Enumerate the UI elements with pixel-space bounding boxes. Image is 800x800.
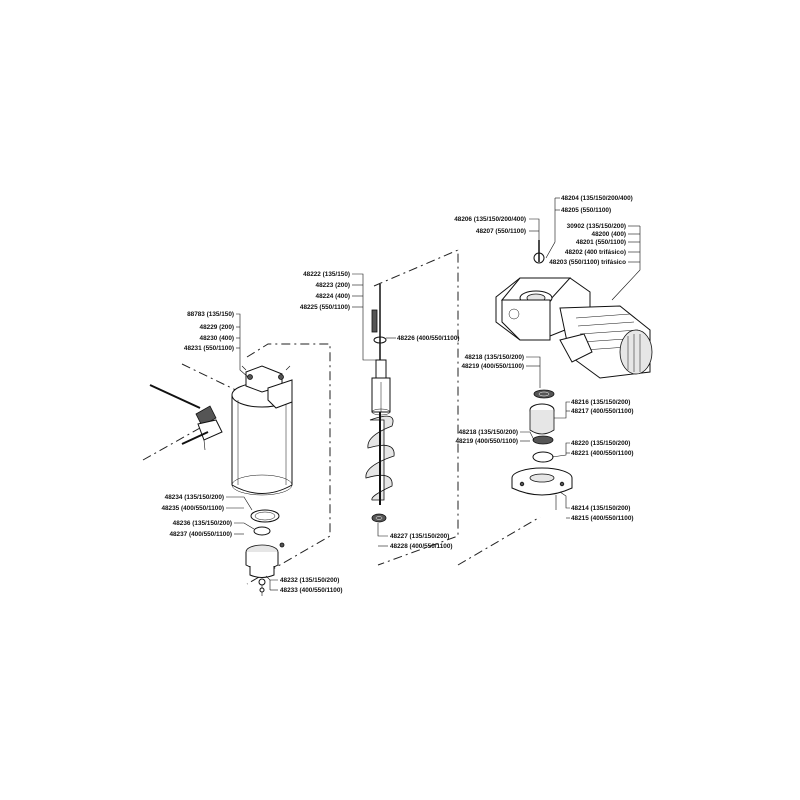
label-48219-top: 48219 (400/550/1100) xyxy=(461,363,524,370)
label-48200: 48200 (400) xyxy=(592,231,626,238)
label-48203: 48203 (550/1100) trifásico xyxy=(549,259,626,266)
label-48228: 48228 (400/550/1100) xyxy=(390,543,453,550)
label-48217: 48217 (400/550/1100) xyxy=(571,408,634,415)
label-48226: 48226 (400/550/1100) xyxy=(397,335,460,342)
label-48225: 48225 (550/1100) xyxy=(300,304,350,311)
part-labels: 48204 (135/150/200/400) 48205 (550/1100)… xyxy=(161,195,633,594)
label-88783: 88783 (135/150) xyxy=(187,311,234,318)
label-48233: 48233 (400/550/1100) xyxy=(280,587,343,594)
label-48201: 48201 (550/1100) xyxy=(576,239,626,246)
label-48220: 48220 (135/150/200) xyxy=(571,440,630,447)
label-48206: 48206 (135/150/200/400) xyxy=(454,216,526,223)
label-48232: 48232 (135/150/200) xyxy=(280,577,339,584)
label-48204: 48204 (135/150/200/400) xyxy=(561,195,633,202)
label-48223: 48223 (200) xyxy=(316,282,350,289)
label-48202: 48202 (400 trifásico) xyxy=(565,249,626,256)
label-48231: 48231 (550/1100) xyxy=(184,345,234,352)
label-48222: 48222 (135/150) xyxy=(303,271,350,278)
label-48215: 48215 (400/550/1100) xyxy=(571,515,634,522)
bearing-stack xyxy=(511,389,573,510)
label-48234: 48234 (135/150/200) xyxy=(165,494,224,501)
label-48229: 48229 (200) xyxy=(200,324,234,331)
gearbox-motor xyxy=(495,240,653,379)
label-48236: 48236 (135/150/200) xyxy=(173,520,232,527)
label-48221: 48221 (400/550/1100) xyxy=(571,450,634,457)
label-48224: 48224 (400) xyxy=(316,293,350,300)
label-48235: 48235 (400/550/1100) xyxy=(161,505,224,512)
tank-hopper xyxy=(231,365,293,496)
label-48218-mid: 48218 (135/150/200) xyxy=(459,429,518,436)
label-48205: 48205 (550/1100) xyxy=(561,207,611,214)
label-48214: 48214 (135/150/200) xyxy=(571,505,630,512)
tank-bottom-parts xyxy=(245,509,285,596)
label-48219-mid: 48219 (400/550/1100) xyxy=(455,438,518,445)
label-30902: 30902 (135/150/200) xyxy=(567,223,626,230)
label-48207: 48207 (550/1100) xyxy=(476,228,526,235)
tap-handle xyxy=(149,384,223,451)
label-48218-top: 48218 (135/150/200) xyxy=(465,354,524,361)
label-48227: 48227 (135/150/200) xyxy=(390,533,449,540)
label-48237: 48237 (400/550/1100) xyxy=(169,531,232,538)
label-48230: 48230 (400) xyxy=(200,335,234,342)
label-48216: 48216 (135/150/200) xyxy=(571,399,630,406)
auger-shaft xyxy=(365,284,395,523)
leader-lines xyxy=(226,197,641,591)
